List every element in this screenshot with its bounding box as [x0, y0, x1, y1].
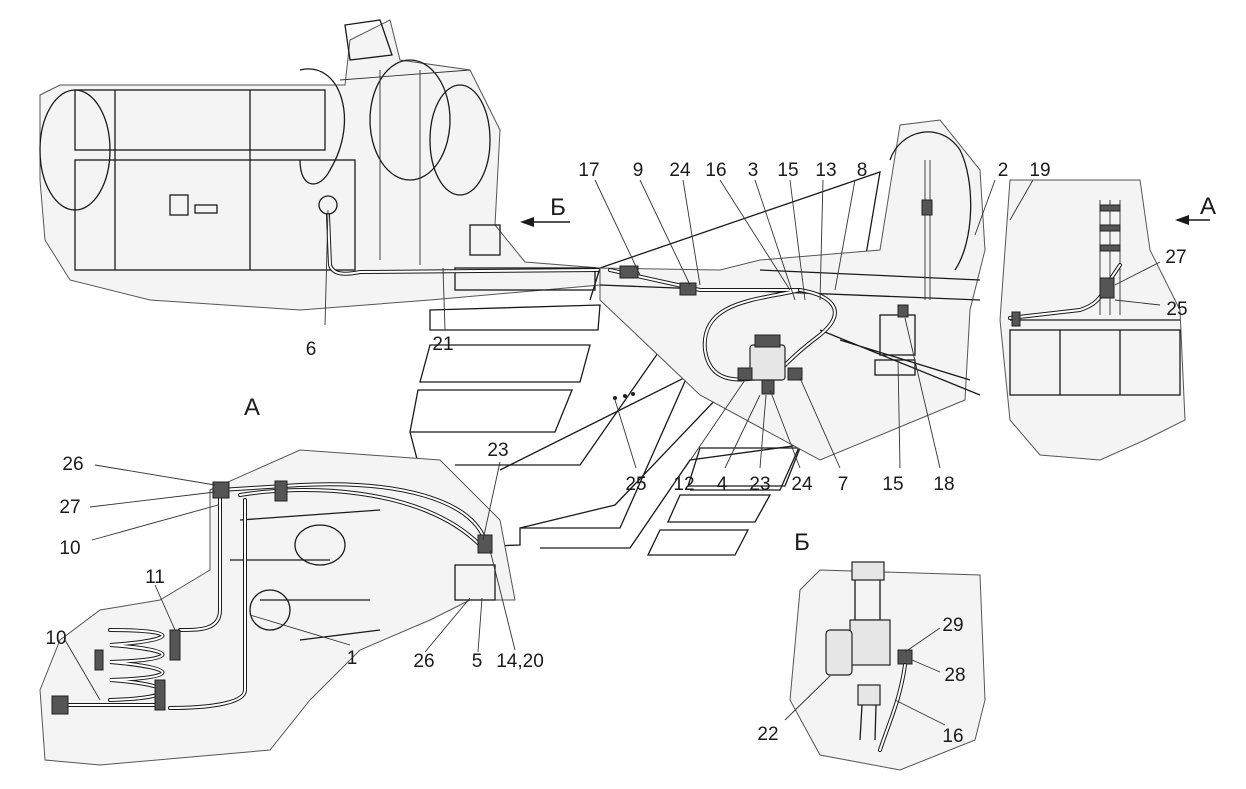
view-b-caption: Б — [794, 529, 810, 556]
callout-19: 19 — [1029, 160, 1050, 181]
callout-25-center: 25 — [625, 474, 646, 495]
callout-12: 12 — [673, 474, 694, 495]
callout-24-bottom: 24 — [791, 474, 813, 495]
callout-29: 29 — [942, 615, 963, 636]
callout-28: 28 — [944, 665, 965, 686]
section-a-arrow-label: А — [1200, 193, 1216, 220]
callout-22: 22 — [757, 724, 778, 745]
view-b-detail — [789, 561, 986, 771]
callout-26-left: 26 — [62, 454, 83, 475]
fuel-tank-assembly — [39, 19, 602, 311]
callout-25-view-a: 25 — [1166, 299, 1187, 320]
section-arrows — [520, 215, 1210, 227]
callout-1: 1 — [347, 648, 358, 669]
callout-labels: 1 2 3 4 5 6 7 8 9 10 10 11 12 13 14,20 1… — [45, 160, 1187, 747]
callout-10-upper: 10 — [59, 538, 80, 559]
view-a-detail — [999, 179, 1186, 461]
callout-16-view-b: 16 — [942, 726, 963, 747]
callout-5: 5 — [472, 651, 483, 672]
callout-23-right: 23 — [749, 474, 770, 495]
callout-2: 2 — [998, 160, 1009, 181]
callout-15-bottom: 15 — [882, 474, 903, 495]
callout-24-top: 24 — [669, 160, 691, 181]
callout-13: 13 — [815, 160, 836, 181]
callout-11: 11 — [145, 567, 165, 588]
view-a-caption: А — [244, 394, 260, 421]
callout-3: 3 — [748, 160, 759, 181]
section-b-arrow-label: Б — [550, 194, 566, 221]
valve-assembly — [599, 119, 986, 461]
coil-tube-assembly — [39, 449, 516, 766]
callout-4: 4 — [717, 474, 728, 495]
callout-10-lower: 10 — [45, 628, 66, 649]
callout-6: 6 — [306, 339, 317, 360]
callout-27-left: 27 — [59, 497, 80, 518]
callout-16-top: 16 — [705, 160, 726, 181]
view-letters: Б А А Б — [244, 193, 1216, 556]
callout-21: 21 — [432, 334, 453, 355]
callout-15-top: 15 — [777, 160, 798, 181]
callout-23-left: 23 — [487, 440, 508, 461]
callout-26-bottom: 26 — [413, 651, 434, 672]
callout-14-20: 14,20 — [496, 651, 544, 672]
callout-17: 17 — [578, 160, 599, 181]
callout-7: 7 — [838, 474, 849, 495]
callout-9: 9 — [633, 160, 644, 181]
callout-8: 8 — [857, 160, 868, 181]
leader-lines — [64, 179, 1161, 726]
callout-18: 18 — [933, 474, 954, 495]
callout-27-view-a: 27 — [1165, 247, 1186, 268]
